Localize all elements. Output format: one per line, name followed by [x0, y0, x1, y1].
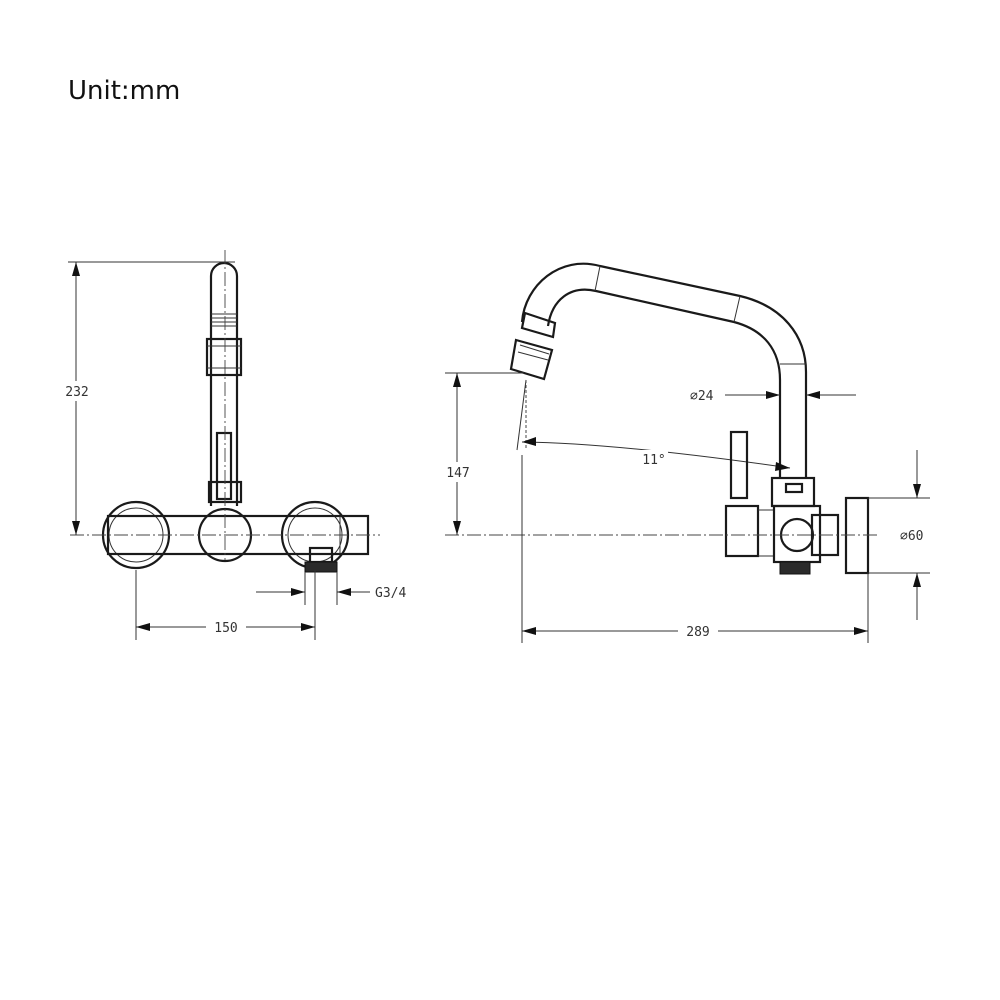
side-swing-angle: 11°: [642, 453, 665, 468]
side-pipe-diameter: ⌀24: [690, 389, 714, 404]
side-view: 11° 147 ⌀24: [441, 262, 936, 643]
side-spout-outer: [520, 262, 808, 478]
side-spout-inner: [546, 288, 782, 478]
unit-label: Unit:mm: [68, 76, 181, 106]
side-rosette: [844, 496, 870, 575]
side-aerator: [509, 338, 554, 381]
front-thread-dimension: G3/4: [375, 586, 406, 601]
side-rosette-diameter: ⌀60: [900, 529, 923, 544]
front-view: 232 150 G3/4: [60, 250, 406, 640]
front-spout-tube: [209, 261, 239, 506]
front-spacing-dimension: 150: [214, 621, 237, 636]
side-outlet-height: 147: [446, 466, 469, 481]
front-aerator-ring: [205, 337, 243, 377]
front-handle-lever: [215, 431, 233, 501]
front-height-dimension: 232: [65, 385, 88, 400]
front-inlet-thread: [304, 561, 338, 573]
side-handle-lever: [729, 430, 749, 500]
side-body-block: [724, 504, 760, 558]
side-depth-dimension: 289: [686, 625, 709, 640]
side-inlet-thread: [779, 561, 811, 575]
